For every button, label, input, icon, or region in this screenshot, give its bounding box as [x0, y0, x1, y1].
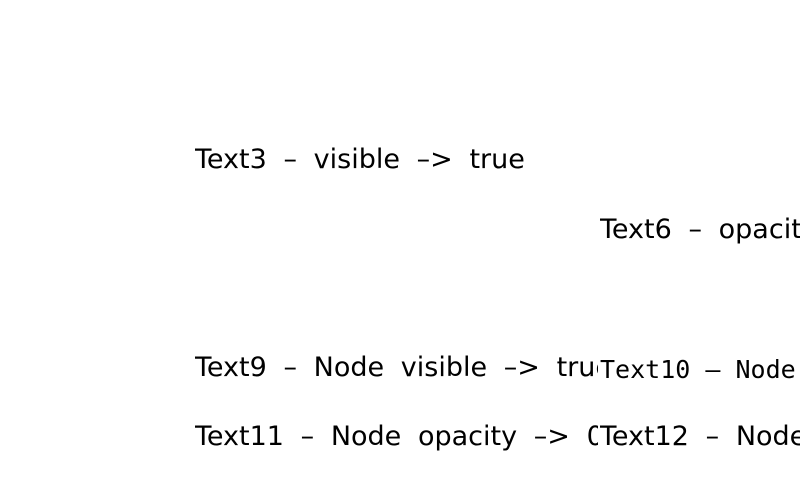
text-element-text6: Text6 – opacity [600, 214, 800, 245]
text-element-text9: Text9 – Node visible –> true [195, 352, 598, 383]
text-element-text3: Text3 – visible –> true [195, 144, 525, 175]
text-element-text10: Text10 – Node [600, 355, 796, 384]
text-element-text11: Text11 – Node opacity –> 0 [195, 421, 598, 452]
text-element-text12: Text12 – Node [600, 421, 800, 452]
